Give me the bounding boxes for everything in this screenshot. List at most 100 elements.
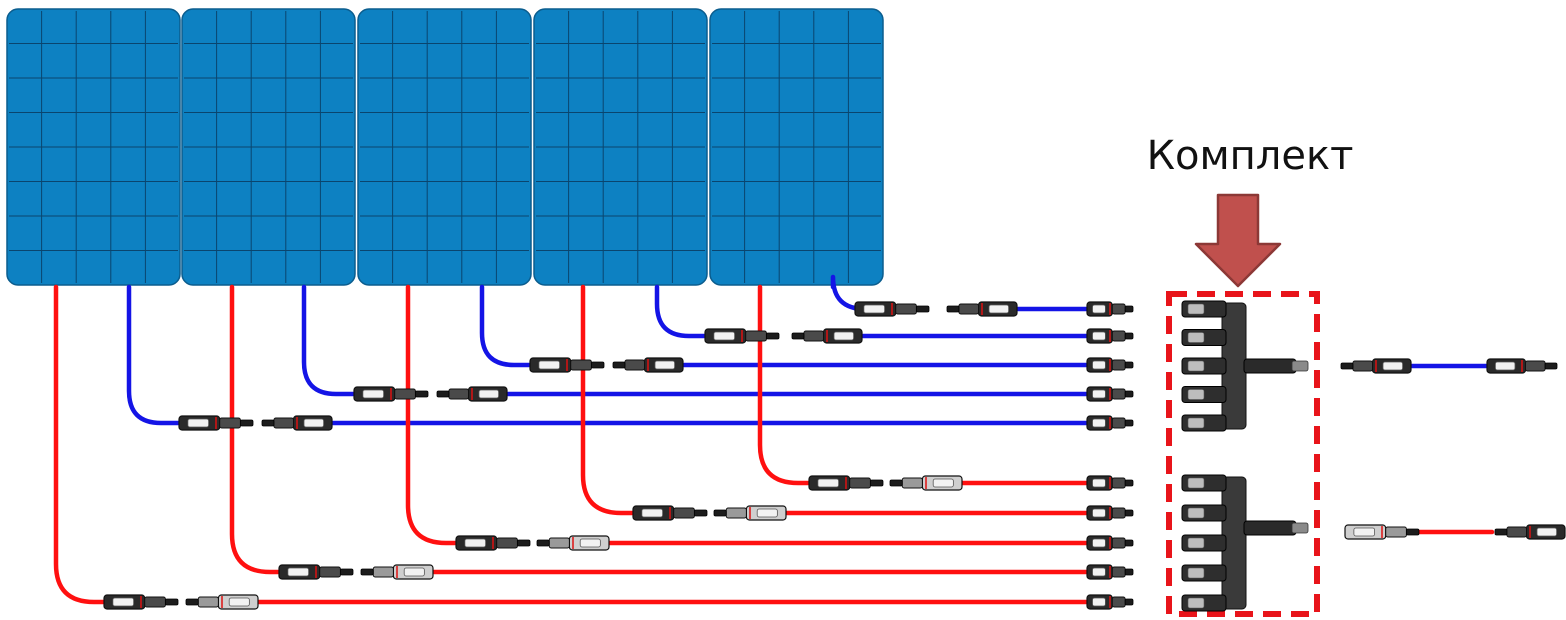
connector-nut xyxy=(1111,566,1126,578)
connector-nut xyxy=(548,537,570,549)
mc4-male-connector-icon xyxy=(178,415,254,431)
connector-nut xyxy=(319,566,341,578)
connector-tail xyxy=(360,568,374,576)
connector-latch xyxy=(1092,538,1106,548)
connector-nut xyxy=(372,566,394,578)
connector-tail xyxy=(185,598,199,606)
connector-latch xyxy=(1092,360,1106,370)
connector-latch xyxy=(932,478,954,488)
mc4-male-connector-icon xyxy=(704,328,780,344)
branch-trunk-tip xyxy=(1291,360,1309,372)
branch-socket-latch xyxy=(1187,507,1205,519)
mc4-male-connector-icon xyxy=(1086,386,1134,402)
connector-nut xyxy=(745,330,767,342)
positive-lead-wire xyxy=(580,284,637,516)
connector-latch xyxy=(1092,478,1106,488)
connector-tail xyxy=(1124,598,1134,606)
connector-latch xyxy=(756,508,778,518)
connector-tail xyxy=(1124,361,1134,369)
connector-nut xyxy=(1111,359,1126,371)
connector-tail xyxy=(1124,568,1134,576)
connector-tail xyxy=(612,361,626,369)
connector-latch xyxy=(988,304,1010,314)
connector-nut xyxy=(1385,526,1407,538)
connector-tail xyxy=(694,509,708,517)
connector-tail xyxy=(1124,390,1134,398)
connector-tail xyxy=(870,479,884,487)
connectors xyxy=(103,301,1566,610)
down-arrow-icon xyxy=(1194,193,1282,288)
connector-tail xyxy=(1124,539,1134,547)
connector-nut xyxy=(1506,526,1527,538)
connector-latch xyxy=(654,360,676,370)
connector-latch xyxy=(187,418,209,428)
branch-trunk xyxy=(1243,520,1297,536)
connector-nut xyxy=(1111,330,1126,342)
mc4-male-connector-icon xyxy=(854,301,930,317)
connector-tail xyxy=(340,568,354,576)
connector-nut xyxy=(1111,388,1126,400)
negative-lead-wire xyxy=(654,284,709,339)
mc4-male-connector-icon xyxy=(1086,301,1134,317)
mc4-female-connector-icon xyxy=(1086,535,1134,551)
branch-socket-latch xyxy=(1187,597,1205,609)
connector-tail xyxy=(591,361,605,369)
kit-highlight-box xyxy=(1166,291,1320,617)
connector-latch xyxy=(112,597,134,607)
mc4-female-connector-icon xyxy=(632,505,708,521)
positive-lead-wire xyxy=(405,284,460,546)
panel-cell-grid xyxy=(360,11,529,283)
negative-lead-wire xyxy=(126,284,183,426)
connector-latch xyxy=(1092,508,1106,518)
connector-nut xyxy=(1111,507,1126,519)
connector-latch xyxy=(641,508,663,518)
connector-nut xyxy=(1111,417,1126,429)
connector-latch xyxy=(579,538,601,548)
branch-socket-latch xyxy=(1187,389,1205,400)
connector-latch xyxy=(1092,304,1106,314)
solar-panel xyxy=(6,8,181,286)
mc4-female-connector-icon xyxy=(1494,524,1566,540)
connector-tail xyxy=(791,332,805,340)
mc4-female-connector-icon xyxy=(103,594,179,610)
mc4-male-connector-icon xyxy=(529,357,605,373)
solar-panel xyxy=(533,8,708,286)
connector-tail xyxy=(536,539,550,547)
connector-latch xyxy=(464,538,486,548)
mc4-female-connector-icon xyxy=(1086,594,1134,610)
mc4-male-connector-icon xyxy=(1344,524,1420,540)
mc4-male-connector-icon xyxy=(360,564,434,580)
solar-panel xyxy=(709,8,884,286)
connector-tail xyxy=(1124,332,1134,340)
connector-tail xyxy=(1124,419,1134,427)
connector-nut xyxy=(197,596,219,608)
connector-nut xyxy=(570,359,592,371)
connector-latch xyxy=(1092,597,1106,607)
connector-nut xyxy=(273,417,294,429)
panel-cell-grid xyxy=(712,11,881,283)
connector-nut xyxy=(624,359,645,371)
connector-nut xyxy=(725,507,747,519)
connector-latch xyxy=(362,389,384,399)
solar-panels xyxy=(6,8,884,286)
mc4-female-connector-icon xyxy=(261,415,333,431)
mc4-female-connector-icon xyxy=(808,475,884,491)
solar-panel xyxy=(181,8,356,286)
connector-nut xyxy=(1111,537,1126,549)
connector-tail xyxy=(1544,362,1558,370)
mc4-female-connector-icon xyxy=(436,386,508,402)
connector-latch xyxy=(1353,527,1375,537)
connector-tail xyxy=(240,419,254,427)
connector-nut xyxy=(1525,360,1546,372)
mc4-male-connector-icon xyxy=(1086,328,1134,344)
connector-tail xyxy=(916,305,930,313)
connector-nut xyxy=(144,596,166,608)
connector-latch xyxy=(817,478,839,488)
connector-latch xyxy=(538,360,560,370)
connector-latch xyxy=(1092,389,1106,399)
branch-socket-latch xyxy=(1187,477,1205,489)
connector-latch xyxy=(863,304,885,314)
connector-tail xyxy=(946,305,960,313)
mc4-male-connector-icon xyxy=(713,505,787,521)
connector-nut xyxy=(219,417,241,429)
